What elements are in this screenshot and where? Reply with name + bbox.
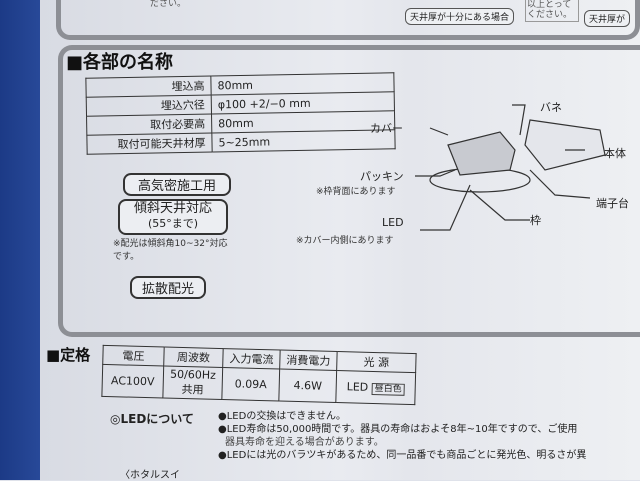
value-cell: LED 昼白色	[335, 370, 416, 405]
header-cell: 入力電流	[222, 348, 281, 370]
label-body: 本体	[604, 147, 626, 160]
label-terminal: 端子台	[596, 197, 629, 210]
value-cell: 4.6W	[278, 369, 337, 403]
top-text-fragment: ださい。	[150, 0, 187, 9]
badge-subtext: (55°まで)	[147, 217, 199, 230]
label-packing: パッキン	[360, 170, 404, 183]
badge-text: 傾斜天井対応	[133, 201, 212, 216]
top-note: 以上とってください。	[525, 0, 579, 22]
light-color-tag: 昼白色	[371, 382, 405, 396]
fixture-diagram	[415, 104, 606, 231]
parts-panel-border	[58, 45, 640, 337]
row-label: 埋込穴径	[86, 95, 212, 117]
value-cell: AC100V	[101, 364, 164, 398]
led-bullet: ●LED寿命は50,000時間です。器具の寿命はおよそ8年~10年ですので、ご使…	[218, 424, 578, 435]
instruction-sheet	[40, 0, 640, 480]
light-source: LED	[346, 380, 369, 394]
header-cell: 電圧	[102, 345, 165, 367]
packing-note: ※枠背面にあります	[316, 187, 396, 197]
leader-lines	[415, 104, 591, 231]
row-label: 取付可能天井材厚	[86, 133, 213, 155]
label-spring: バネ	[540, 101, 562, 114]
rating-table: 電圧 周波数 入力電流 消費電力 光 源 AC100V 50/60Hz 共用 0…	[101, 345, 417, 405]
header-cell: 光 源	[336, 351, 417, 373]
led-bullet-continued: 器具寿命を迎える場合があります。	[225, 437, 384, 448]
label-cover: カバー	[370, 122, 403, 135]
led-bullet: ●LEDの交換はできません。	[218, 411, 347, 422]
label-led: LED	[382, 216, 404, 229]
header-cell: 周波数	[163, 347, 224, 368]
badge-airtight: 高気密施工用	[123, 173, 231, 196]
row-label: 取付必要高	[86, 114, 212, 136]
label-frame: 枠	[530, 214, 541, 227]
top-panel-border	[56, 0, 640, 40]
top-tag-ceiling: 天井厚が十分にある場合	[405, 8, 515, 25]
value-cell: 50/60Hz 共用	[162, 366, 223, 400]
badge-sloped-ceiling: 傾斜天井対応 (55°まで)	[118, 199, 228, 235]
row-label: 埋込高	[85, 76, 212, 98]
footer-fragment: 〈ホタルスイ	[120, 470, 180, 481]
led-notes-title: ◎LEDについて	[110, 412, 194, 426]
body-box	[524, 119, 606, 171]
value-cell: 0.09A	[221, 367, 280, 402]
top-tag-right: 天井厚が	[584, 10, 631, 27]
cover-shape	[447, 131, 516, 176]
led-note: ※カバー内側にあります	[296, 236, 394, 246]
header-cell: 消費電力	[279, 350, 338, 371]
badge-diffuse: 拡散配光	[130, 276, 206, 299]
led-bullet: ●LEDには光のバラツキがあるため、同一品番でも商品ごとに発光色、明るさが異	[218, 450, 587, 461]
rating-section-title: ■定格	[46, 346, 91, 364]
parts-section-title: ■各部の名称	[66, 52, 174, 73]
badge-note: ※配光は傾斜角10~32°対応です。	[113, 239, 228, 262]
